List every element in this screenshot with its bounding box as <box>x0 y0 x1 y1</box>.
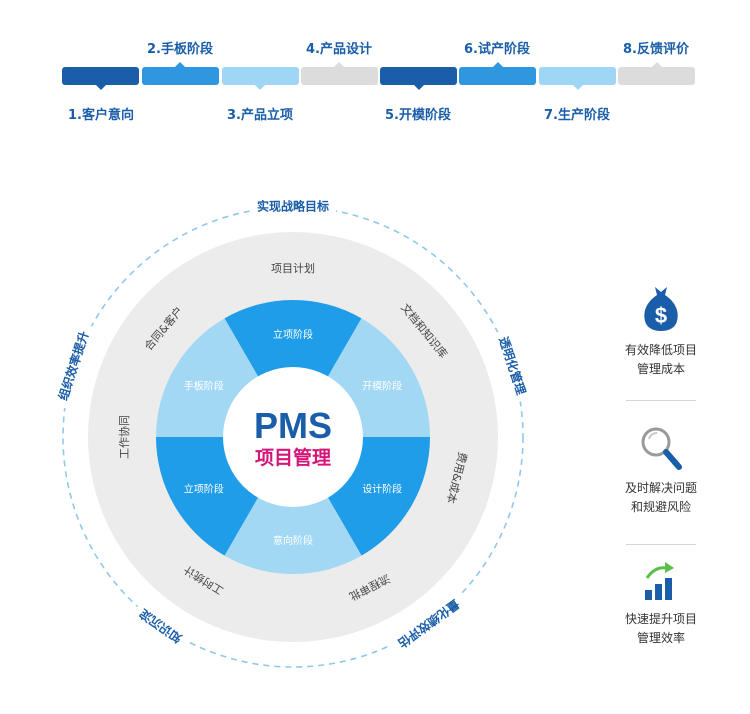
middle-ring-label-1: 项目计划 <box>271 262 315 275</box>
center-hub <box>223 367 363 507</box>
benefit-efficiency-line1: 快速提升项目 <box>624 612 697 626</box>
benefit-cost-line2: 管理成本 <box>636 362 685 376</box>
outer-ring-label-1: 实现战略目标 <box>257 199 329 214</box>
benefit-risk: 及时解决问题 和规避风险 <box>606 425 716 517</box>
stage-label-7: 7.生产阶段 <box>544 108 610 123</box>
money-bag-icon: $ <box>644 287 678 331</box>
middle-ring-label-6: 工作协同 <box>117 415 131 459</box>
inner-segment-2 <box>327 318 430 437</box>
inner-segment-label-5: 立项阶段 <box>184 483 224 496</box>
inner-segment-label-2: 开模阶段 <box>362 380 402 393</box>
center-subtitle: 项目管理 <box>255 446 331 469</box>
stage-bar-2 <box>142 67 219 85</box>
outer-ring-label-bg-5 <box>52 322 97 410</box>
inner-segment-label-1: 立项阶段 <box>273 328 313 341</box>
stage-bar-3 <box>222 67 299 85</box>
inner-segment-label-6: 手板阶段 <box>184 380 224 393</box>
stage-pointer-3 <box>255 85 265 90</box>
benefit-cost: $ 有效降低项目 管理成本 <box>606 283 716 379</box>
stage-pointer-6 <box>493 62 503 67</box>
inner-segment-3 <box>327 437 431 556</box>
stage-bar-8 <box>618 67 695 85</box>
inner-segment-label-3: 设计阶段 <box>362 483 402 496</box>
inner-segment-5 <box>156 437 259 556</box>
stage-bar-5 <box>380 67 457 85</box>
inner-segment-label-4: 意向阶段 <box>273 534 313 547</box>
stage-pointer-7 <box>573 85 583 90</box>
outer-ring-label-2: 透明化管理 <box>496 335 529 397</box>
stage-pointer-4 <box>334 62 344 67</box>
stage-bar-1 <box>62 67 139 85</box>
outer-ring-label-bg-4 <box>131 600 191 650</box>
inner-segment-1 <box>224 300 362 379</box>
center-title: PMS <box>254 405 332 446</box>
stage-label-2: 2.手板阶段 <box>147 42 213 57</box>
benefit-efficiency: 快速提升项目 管理效率 <box>606 558 716 648</box>
benefit-divider-1 <box>626 400 696 401</box>
outer-ring-label-bg-2 <box>491 328 532 404</box>
stage-label-6: 6.试产阶段 <box>464 42 530 57</box>
stage-label-8: 8.反馈评价 <box>623 42 689 57</box>
inner-segment-4 <box>224 495 362 574</box>
outer-ring-label-bg-3 <box>388 590 469 656</box>
stage-label-3: 3.产品立项 <box>227 108 293 123</box>
inner-stage-ring <box>156 300 431 574</box>
outer-ring-label-bg-1 <box>250 198 336 216</box>
stage-pointer-8 <box>652 62 662 67</box>
benefit-risk-line2: 和规避风险 <box>630 500 691 514</box>
growth-chart-icon <box>645 562 674 600</box>
stage-pointer-2 <box>175 62 185 67</box>
stage-pointer-1 <box>96 85 106 90</box>
benefit-efficiency-line2: 管理效率 <box>636 631 685 645</box>
benefit-risk-line1: 及时解决问题 <box>624 481 697 495</box>
magnifier-icon <box>641 427 682 470</box>
stage-bar-6 <box>459 67 536 85</box>
benefit-cost-line1: 有效降低项目 <box>624 343 697 357</box>
stage-pointer-5 <box>414 85 424 90</box>
benefit-divider-2 <box>626 544 696 545</box>
stage-label-5: 5.开模阶段 <box>385 108 451 123</box>
inner-segment-6 <box>156 318 259 437</box>
stage-label-4: 4.产品设计 <box>306 42 372 57</box>
stage-bar-4 <box>301 67 378 85</box>
stage-label-1: 1.客户意向 <box>68 108 134 123</box>
stage-timeline: 1.客户意向 2.手板阶段 3.产品立项 4.产品设计 5.开模阶段 6.试产阶… <box>0 0 750 140</box>
stage-bar-7 <box>539 67 616 85</box>
svg-text:$: $ <box>655 303 667 328</box>
